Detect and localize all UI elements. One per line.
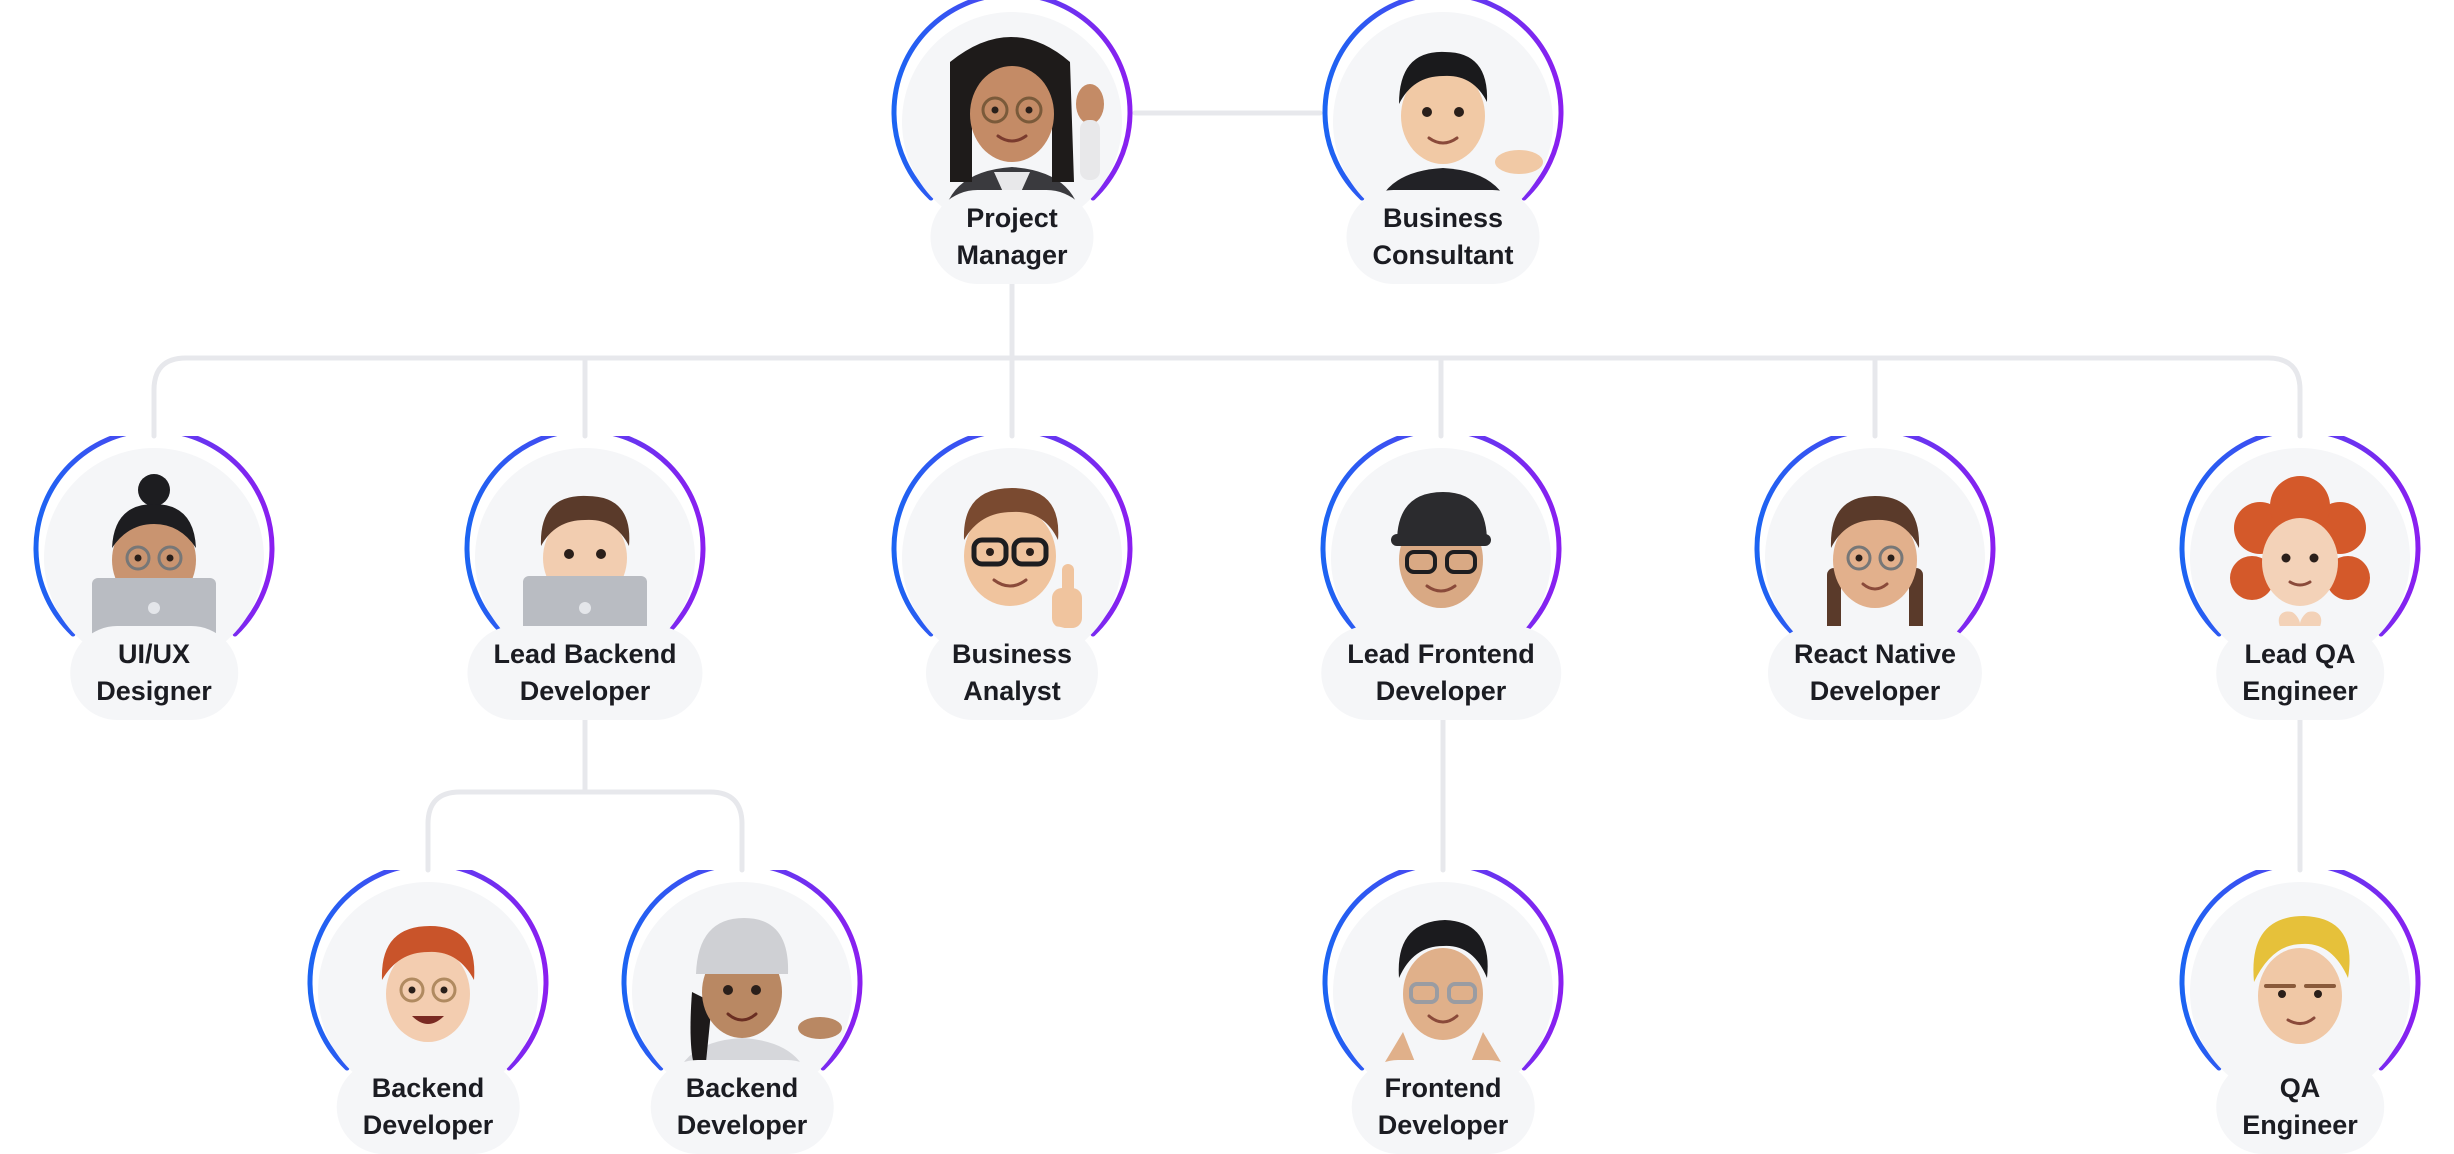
node-lead-backend-developer[interactable]: Lead Backend Developer [463,436,707,720]
ring-arc [2179,870,2421,1071]
node-business-consultant[interactable]: Business Consultant [1321,0,1565,284]
node-title-line-1: Project [966,203,1058,233]
node-label: Project Manager [930,190,1094,284]
node-title-line-1: Frontend [1384,1073,1502,1103]
node-title-line-2: Developer [1809,676,1941,706]
node-ui-ux-designer[interactable]: UI/UX Designer [32,436,276,720]
ring-arc [621,870,863,1071]
node-lead-qa-engineer[interactable]: Lead QA Engineer [2178,436,2422,720]
connector-backend-bus [425,789,745,873]
node-business-analyst[interactable]: Business Analyst [890,436,1134,720]
node-title-line-1: Business [951,639,1073,669]
node-title-line-2: Designer [96,676,212,706]
node-title-line-1: Lead QA [2244,639,2356,669]
node-title-line-2: Developer [1377,1110,1509,1140]
node-title-line-1: Business [1382,203,1504,233]
connector-main-bus [151,355,2303,439]
node-lead-frontend-developer[interactable]: Lead Frontend Developer [1319,436,1563,720]
ring-arc [891,436,1133,637]
ring-arc [33,436,275,637]
node-title-line-2: Developer [519,676,651,706]
node-title-line-2: Engineer [2242,676,2358,706]
ring-arc [464,436,706,637]
ring-arc [1320,436,1562,637]
ring-arc [307,870,549,1071]
ring-arc [1322,870,1564,1071]
ring-arc [1322,0,1564,201]
ring-arc [891,0,1133,201]
ring-arc [1754,436,1996,637]
memoji-blonde-glasses-icon [2190,882,2410,1102]
node-title-line-1: Backend [371,1073,485,1103]
node-label: Lead QA Engineer [2216,626,2384,720]
node-title-line-2: Consultant [1372,240,1514,270]
node-title-line-1: Backend [685,1073,799,1103]
node-label: Backend Developer [650,1060,834,1154]
node-label: Lead Backend Developer [467,626,703,720]
node-title-line-1: UI/UX [117,639,191,669]
node-label: Frontend Developer [1351,1060,1535,1154]
node-title-line-2: Developer [676,1110,808,1140]
node-label: UI/UX Designer [70,626,238,720]
node-backend-developer-1[interactable]: Backend Developer [306,870,550,1154]
node-backend-developer-2[interactable]: Backend Developer [620,870,864,1154]
node-label: QA Engineer [2216,1060,2384,1154]
node-label: Lead Frontend Developer [1321,626,1561,720]
memoji-ginger-glasses-icon [318,882,538,1102]
node-label: Business Analyst [925,626,1099,720]
node-frontend-developer[interactable]: Frontend Developer [1321,870,1565,1154]
node-title-line-1: Lead Backend [493,639,677,669]
node-title-line-2: Manager [956,240,1068,270]
node-title-line-2: Analyst [963,676,1061,706]
node-label: Business Consultant [1346,190,1540,284]
node-project-manager[interactable]: Project Manager [890,0,1134,284]
node-title-line-2: Engineer [2242,1110,2358,1140]
node-label: React Native Developer [1767,626,1983,720]
node-title-line-1: Lead Frontend [1347,639,1535,669]
node-qa-engineer[interactable]: QA Engineer [2178,870,2422,1154]
node-title-line-1: QA [2279,1073,2321,1103]
node-react-native-developer[interactable]: React Native Developer [1753,436,1997,720]
node-title-line-2: Developer [362,1110,494,1140]
node-label: Backend Developer [336,1060,520,1154]
ring-arc [2179,436,2421,637]
node-title-line-2: Developer [1375,676,1507,706]
node-title-line-1: React Native [1793,639,1957,669]
